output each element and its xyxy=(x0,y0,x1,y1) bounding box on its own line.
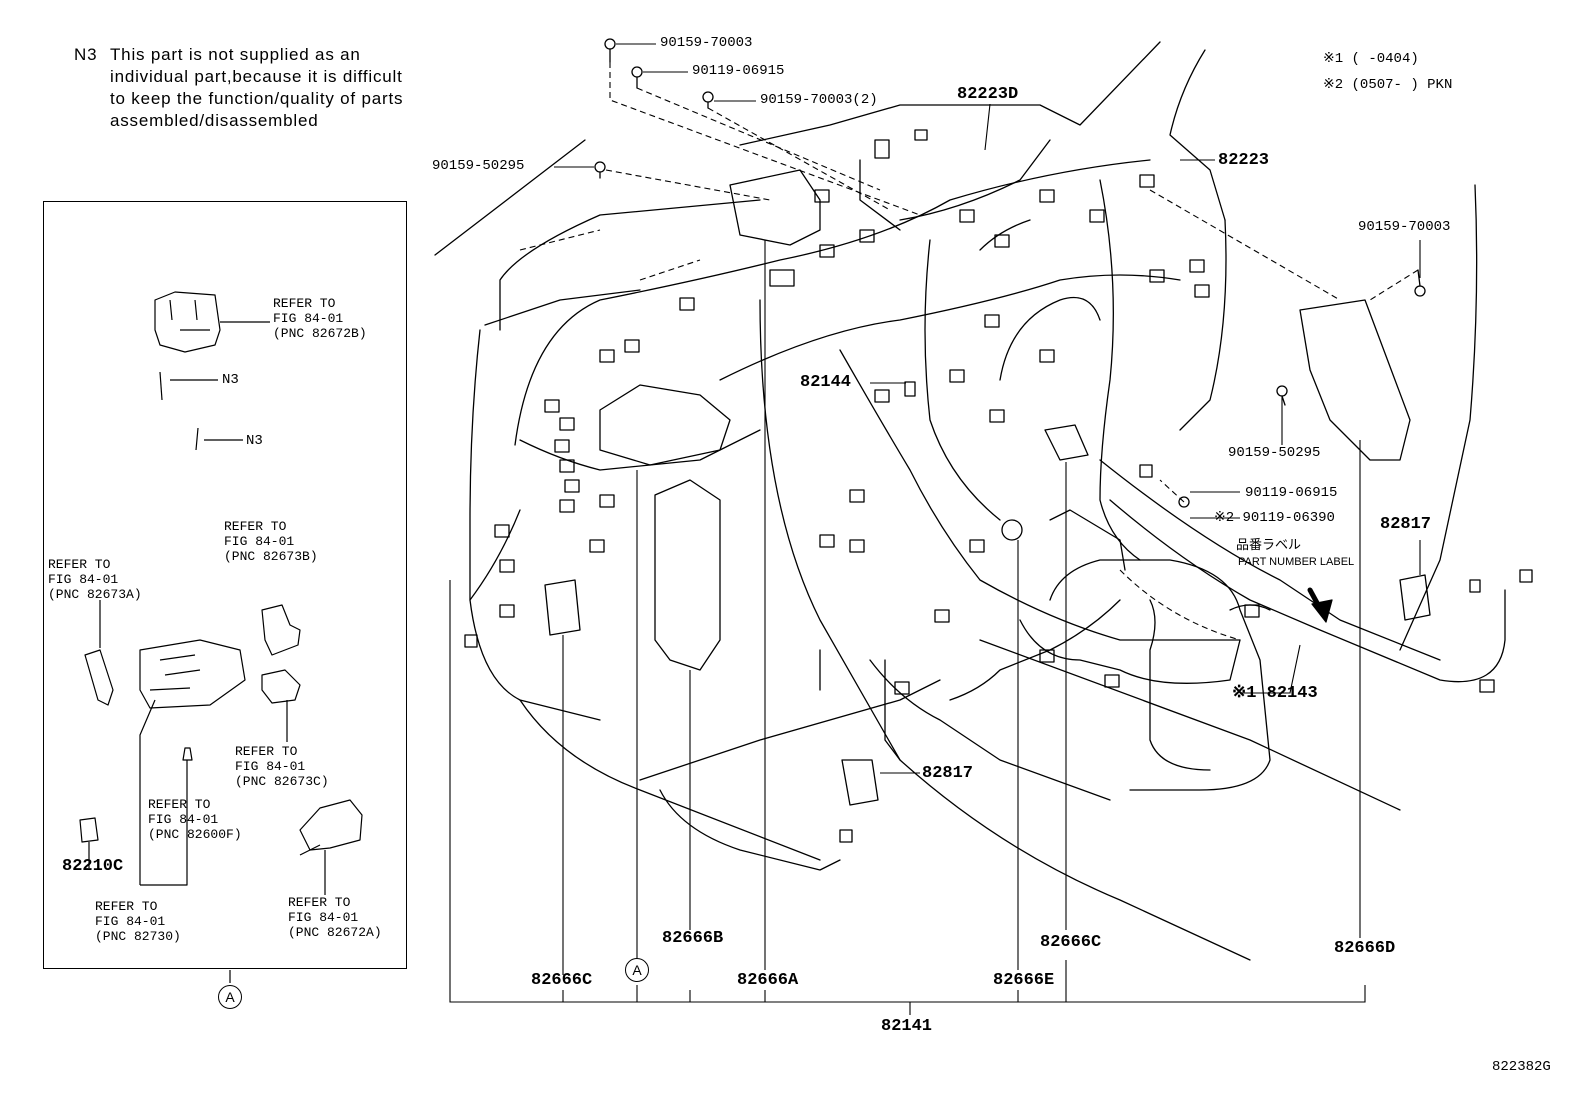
callout-a-main: A xyxy=(625,958,649,982)
part-label-82666D: 82666D xyxy=(1334,939,1396,958)
part-number-label-en: PART NUMBER LABEL xyxy=(1238,556,1355,568)
part-label-90119-06915-right: 90119-06915 xyxy=(1245,485,1338,501)
part-label-90119-06390: ※2 90119-06390 xyxy=(1214,510,1335,526)
note-text: This part is not supplied as an individu… xyxy=(110,45,404,130)
inset-ref-82730: REFER TO FIG 84-01 (PNC 82730) xyxy=(95,899,181,944)
inset-n3-label-b: N3 xyxy=(246,433,263,449)
legend-item-1: ※1 ( -0404) xyxy=(1323,51,1419,67)
part-label-90119-06915-top: 90119-06915 xyxy=(692,63,785,79)
note-code: N3 xyxy=(74,45,98,64)
part-label-82666E: 82666E xyxy=(993,971,1055,990)
part-label-82223D: 82223D xyxy=(957,85,1019,104)
inset-n3-label-a: N3 xyxy=(222,372,239,388)
inset-ref-82673B: REFER TO FIG 84-01 (PNC 82673B) xyxy=(224,519,318,564)
part-number-label-jp: 品番ラベル xyxy=(1236,537,1302,552)
part-label-82666C-right: 82666C xyxy=(1040,933,1102,952)
inset-ref-82672B: REFER TO FIG 84-01 (PNC 82672B) xyxy=(273,296,367,341)
callout-a-inset: A xyxy=(218,985,242,1009)
inset-detail-a xyxy=(43,201,407,969)
part-label-82817-center: 82817 xyxy=(922,764,974,783)
part-label-90159-50295-left: 90159-50295 xyxy=(432,158,525,174)
part-label-82817-right: 82817 xyxy=(1380,515,1432,534)
part-label-82666B: 82666B xyxy=(662,929,724,948)
part-label-82223: 82223 xyxy=(1218,151,1270,170)
part-label-82666A: 82666A xyxy=(737,971,799,990)
part-label-90159-70003-2: 90159-70003(2) xyxy=(760,92,878,108)
part-label-90159-50295-right: 90159-50295 xyxy=(1228,445,1321,461)
part-label-82141: 82141 xyxy=(881,1017,933,1036)
part-label-82210C: 82210C xyxy=(62,857,124,876)
legend-item-2: ※2 (0507- ) PKN xyxy=(1323,77,1453,93)
part-label-90159-70003-right: 90159-70003 xyxy=(1358,219,1451,235)
inset-ref-82672A: REFER TO FIG 84-01 (PNC 82672A) xyxy=(288,895,382,940)
part-label-90159-70003-top: 90159-70003 xyxy=(660,35,753,51)
inset-ref-82673A: REFER TO FIG 84-01 (PNC 82673A) xyxy=(48,557,142,602)
inset-ref-82600F: REFER TO FIG 84-01 (PNC 82600F) xyxy=(148,797,242,842)
diagram-code: 822382G xyxy=(1492,1059,1551,1075)
part-label-82143: ※1 82143 xyxy=(1232,684,1318,703)
inset-ref-82673C: REFER TO FIG 84-01 (PNC 82673C) xyxy=(235,744,329,789)
part-label-82144: 82144 xyxy=(800,373,852,392)
part-label-82666C-left: 82666C xyxy=(531,971,593,990)
